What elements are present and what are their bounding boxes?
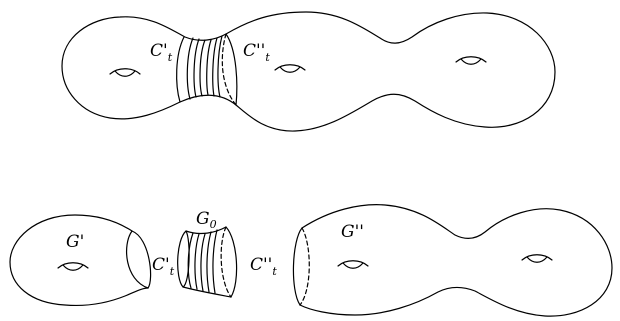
top-handle-right: [455, 56, 487, 65]
label-g-prime: G': [66, 232, 84, 252]
top-label-left-curve: C't: [150, 41, 173, 64]
label-g-double-prime: G'': [341, 222, 364, 242]
bottom-right-boundary-back: [299, 227, 310, 306]
top-curve-right-front: [225, 33, 238, 106]
bottom-left-boundary-front: [131, 230, 152, 289]
top-surface-outline: [61, 11, 556, 132]
bottom-cylinder: [177, 226, 238, 298]
top-curve-right-back: [221, 33, 237, 106]
bottom-label-left-curve: C't: [152, 255, 175, 278]
top-handle-middle: [274, 64, 306, 73]
bottom-right-handle-right: [521, 254, 553, 263]
top-handle-left: [109, 68, 141, 77]
bottom-label-right-curve: C''t: [250, 255, 277, 278]
top-neck-hatching: [186, 35, 223, 100]
bottom-right-handle-left: [337, 260, 369, 269]
top-curve-left: [176, 36, 185, 103]
label-g0: G0: [196, 209, 217, 231]
bottom-right-boundary-front: [292, 227, 303, 306]
bottom-left-piece-outline: [9, 214, 149, 307]
bottom-left-boundary-back: [125, 230, 149, 289]
bottom-left-handle: [57, 262, 89, 271]
top-label-right-curve: C''t: [243, 41, 270, 64]
bottom-right-piece-outline: [299, 204, 613, 317]
